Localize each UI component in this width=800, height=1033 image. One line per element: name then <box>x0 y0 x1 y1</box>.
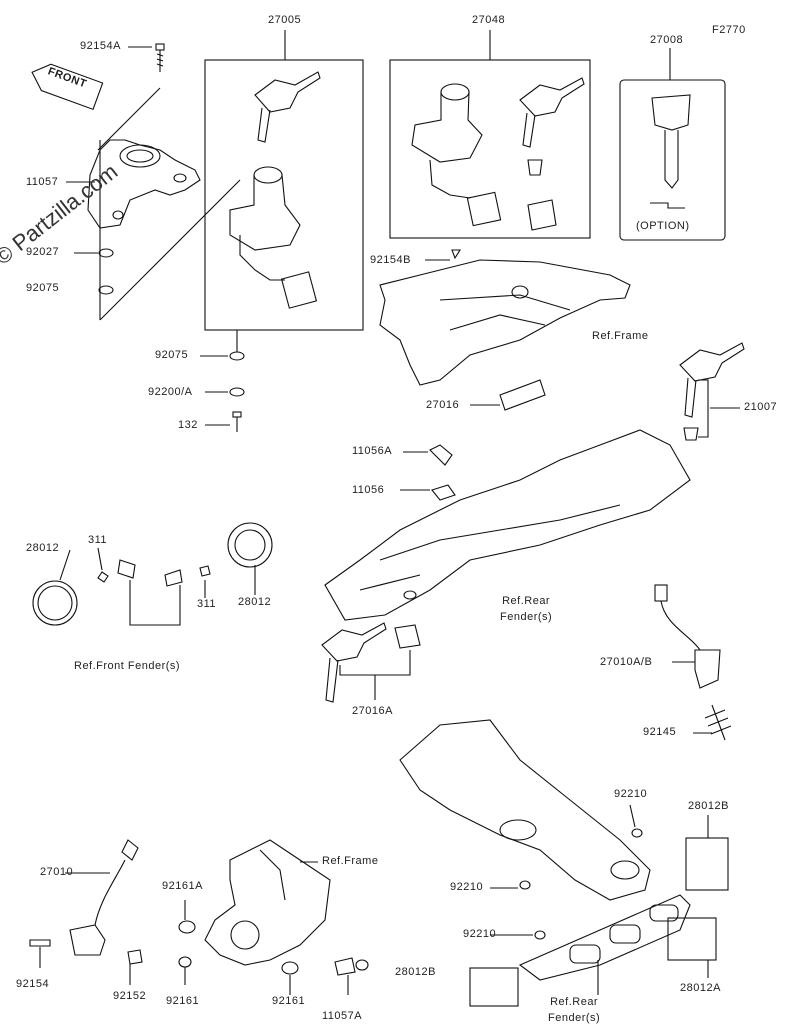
part-92154B: 92154B <box>370 254 411 266</box>
key-21007-drawing <box>679 342 745 441</box>
part-27016A: 27016A <box>352 705 393 717</box>
washer-92200-drawing <box>229 387 245 397</box>
box-27048 <box>389 59 591 239</box>
ignition-bracket-drawing <box>87 87 241 321</box>
part-28012-left: 28012 <box>26 542 60 554</box>
rear-fender-drawing <box>324 429 691 621</box>
frame-bracket-drawing <box>204 839 331 966</box>
part-92145: 92145 <box>643 726 677 738</box>
rear-subframe-drawing <box>399 719 651 901</box>
box-27005 <box>204 59 364 331</box>
key-27005-drawing <box>254 71 321 143</box>
sensor-27010AB-drawing <box>654 584 732 741</box>
part-92152: 92152 <box>113 990 147 1002</box>
part-27010: 27010 <box>40 866 74 878</box>
part-27048: 27048 <box>472 14 506 26</box>
part-92027: 92027 <box>26 246 60 258</box>
box-27008 <box>619 79 726 241</box>
part-92210-b: 92210 <box>450 881 484 893</box>
part-311-left: 311 <box>88 534 108 546</box>
ref-frame-lower: Ref.Frame <box>322 855 379 867</box>
ref-rear-fender-lower: Ref.Rear Fender(s) <box>548 996 601 1024</box>
part-92161-b: 92161 <box>272 995 306 1007</box>
part-92154: 92154 <box>16 978 50 990</box>
key-27048-drawing <box>519 77 585 148</box>
part-92210-c: 92210 <box>463 928 497 940</box>
part-28012-right: 28012 <box>238 596 272 608</box>
lock-27016-drawing <box>499 379 546 411</box>
ignition-switch-27005-drawing <box>229 166 318 309</box>
part-11057: 11057 <box>26 176 59 188</box>
frame-section-drawing <box>379 259 631 411</box>
part-311-right: 311 <box>197 598 217 610</box>
cylinder-drawing <box>527 159 543 176</box>
part-28012B-bottom: 28012B <box>395 966 436 978</box>
part-11056A: 11056A <box>352 445 393 457</box>
key-27016A-drawing <box>321 622 421 703</box>
part-92210-a: 92210 <box>614 788 648 800</box>
part-92200A: 92200/A <box>148 386 193 398</box>
part-27010AB: 27010A/B <box>600 656 653 668</box>
reflector-28012A <box>667 917 717 961</box>
washer-92075b-drawing <box>229 351 245 361</box>
part-27005: 27005 <box>268 14 302 26</box>
part-28012A: 28012A <box>680 982 721 994</box>
part-11057A: 11057A <box>322 1010 363 1022</box>
part-11056: 11056 <box>352 484 385 496</box>
reflector-28012B-top <box>685 837 729 891</box>
license-bracket-drawing <box>518 894 691 981</box>
washer-92075-drawing <box>98 285 114 295</box>
part-92161-a: 92161 <box>166 995 200 1007</box>
part-21007: 21007 <box>744 401 778 413</box>
bolt-92154A-drawing <box>155 43 165 72</box>
part-92075-a: 92075 <box>26 282 60 294</box>
sensor-27010-drawing <box>69 839 139 956</box>
lock-27048-drawing <box>527 199 557 231</box>
washer-92027-drawing <box>98 248 114 258</box>
front-fender-cover-right <box>227 522 273 568</box>
part-27008: 27008 <box>650 34 684 46</box>
part-27016: 27016 <box>426 399 460 411</box>
part-92075-b: 92075 <box>155 349 189 361</box>
bolt-132-drawing <box>232 411 242 432</box>
part-28012B-top: 28012B <box>688 800 729 812</box>
ignition-switch-27048-drawing <box>411 83 502 227</box>
part-132: 132 <box>178 419 198 431</box>
ref-front-fender: Ref.Front Fender(s) <box>74 660 181 672</box>
reflector-28012B-bottom <box>469 967 519 1007</box>
ref-frame-upper: Ref.Frame <box>592 330 649 342</box>
front-arrow-icon <box>31 63 104 111</box>
ref-rear-fender-upper: Ref.Rear Fender(s) <box>500 595 553 623</box>
part-92154A: 92154A <box>80 40 121 52</box>
front-fender-cover-left <box>32 580 78 626</box>
key-blank-27008-drawing <box>650 94 691 209</box>
part-92161A: 92161A <box>162 880 203 892</box>
option-note: (OPTION) <box>636 220 690 232</box>
figure-code: F2770 <box>712 24 746 36</box>
